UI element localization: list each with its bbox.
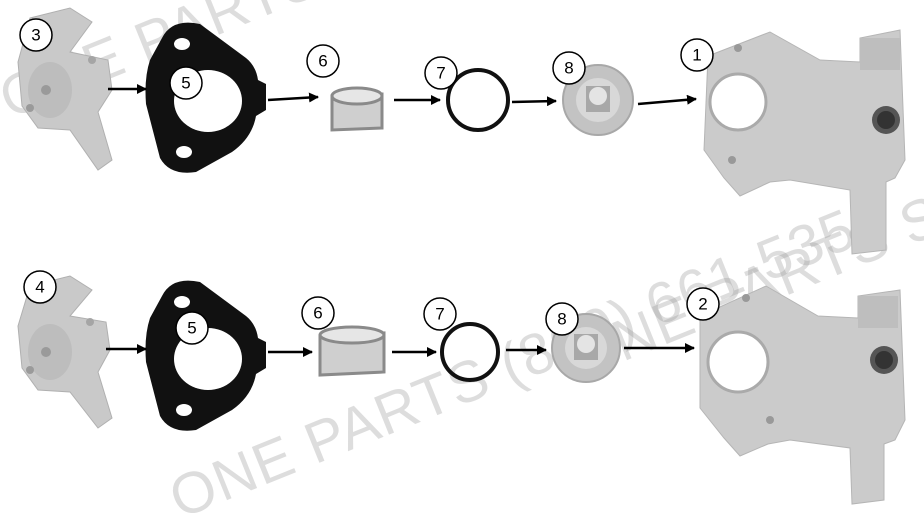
callout-top-1-label: 1 [692, 46, 701, 65]
callout-top-7: 7 [424, 56, 458, 90]
sleeve-part-6 [330, 86, 384, 132]
valve-body-part-2 [699, 285, 906, 505]
callout-bottom-5: 5 [175, 311, 209, 345]
callout-top-6: 6 [306, 44, 340, 78]
arrow-top-2 [267, 92, 319, 103]
arrow-top-4 [511, 96, 557, 107]
valve-cartridge-part-8 [562, 64, 634, 136]
callout-bottom-2: 2 [686, 287, 720, 321]
callout-top-8: 8 [552, 51, 586, 85]
callout-bottom-2-label: 2 [698, 295, 707, 314]
gasket-part-5 [145, 22, 266, 173]
callout-bottom-6: 6 [301, 296, 335, 330]
callout-bottom-8-label: 8 [557, 310, 566, 329]
fitting-cap-part-4 [17, 275, 113, 429]
gasket-part-5-bottom [145, 280, 266, 431]
callout-top-8-label: 8 [564, 59, 573, 78]
callout-top-7-label: 7 [436, 64, 445, 83]
o-ring-part-7 [446, 68, 510, 132]
o-ring-part-7-bottom [440, 322, 500, 382]
callout-bottom-4-label: 4 [35, 278, 44, 297]
callout-bottom-7: 7 [423, 297, 457, 331]
callout-top-5: 5 [169, 66, 203, 100]
callout-top-6-label: 6 [318, 52, 327, 71]
diagram-svg: 3 5 6 7 8 1 [17, 7, 906, 505]
callout-top-1: 1 [680, 38, 714, 72]
valve-body-part-1 [703, 29, 906, 255]
callout-top-5-label: 5 [181, 74, 190, 93]
callout-bottom-7-label: 7 [435, 305, 444, 324]
callout-bottom-4: 4 [23, 270, 57, 304]
callout-bottom-5-label: 5 [187, 319, 196, 338]
callout-bottom-8: 8 [545, 302, 579, 336]
callout-top-3-label: 3 [31, 26, 40, 45]
arrow-top-5 [637, 94, 697, 106]
sleeve-part-6-bottom [318, 325, 386, 377]
callout-bottom-6-label: 6 [313, 304, 322, 323]
callout-top-3: 3 [19, 18, 53, 52]
